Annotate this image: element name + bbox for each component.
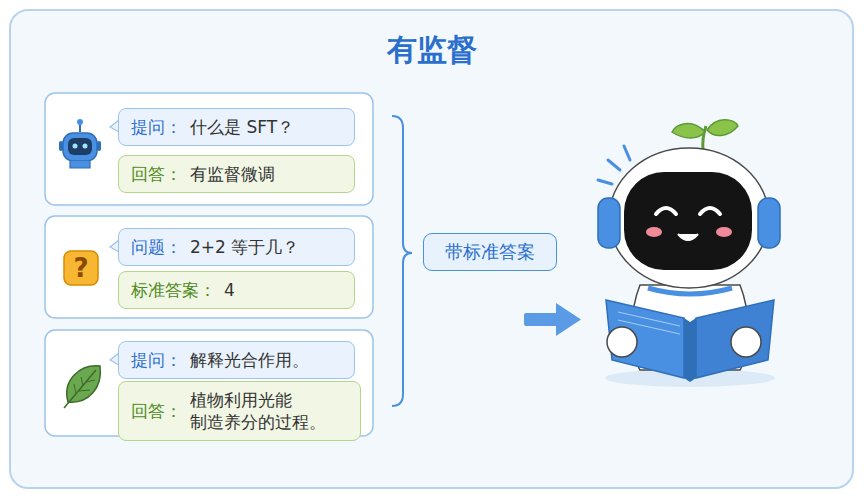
bubble-text: 有监督微调 <box>190 163 275 185</box>
bubble-prefix: 提问： <box>131 116 182 138</box>
answer-bubble: 回答： 植物利用光能 制造养分的过程。 <box>118 381 361 441</box>
bubble-prefix: 回答： <box>131 400 182 422</box>
bubble-prefix: 标准答案： <box>131 279 216 301</box>
question-bubble: 提问： 什么是 SFT？ <box>118 108 355 146</box>
bubble-prefix: 问题： <box>131 236 182 258</box>
bubble-text: 植物利用光能 制造养分的过程。 <box>190 389 340 433</box>
bubble-text: 什么是 SFT？ <box>190 116 294 138</box>
bubble-text: 2+2 等于几？ <box>190 236 299 258</box>
answer-bubble: 标准答案： 4 <box>118 271 355 309</box>
bubble-text: 4 <box>224 279 235 301</box>
icon-glyph: ? <box>64 251 98 285</box>
tag-box: 带标准答案 <box>423 233 557 271</box>
bubble-text: 带标准答案 <box>445 240 535 264</box>
bubble-prefix: 回答： <box>131 163 182 185</box>
bubble-text: 解释光合作用。 <box>190 349 309 371</box>
question-bubble: 提问： 解释光合作用。 <box>118 341 355 379</box>
answer-bubble: 回答： 有监督微调 <box>118 155 355 193</box>
question-bubble: 问题： 2+2 等于几？ <box>118 228 355 266</box>
diagram-title: 有监督 <box>0 30 864 71</box>
bubble-prefix: 提问： <box>131 349 182 371</box>
